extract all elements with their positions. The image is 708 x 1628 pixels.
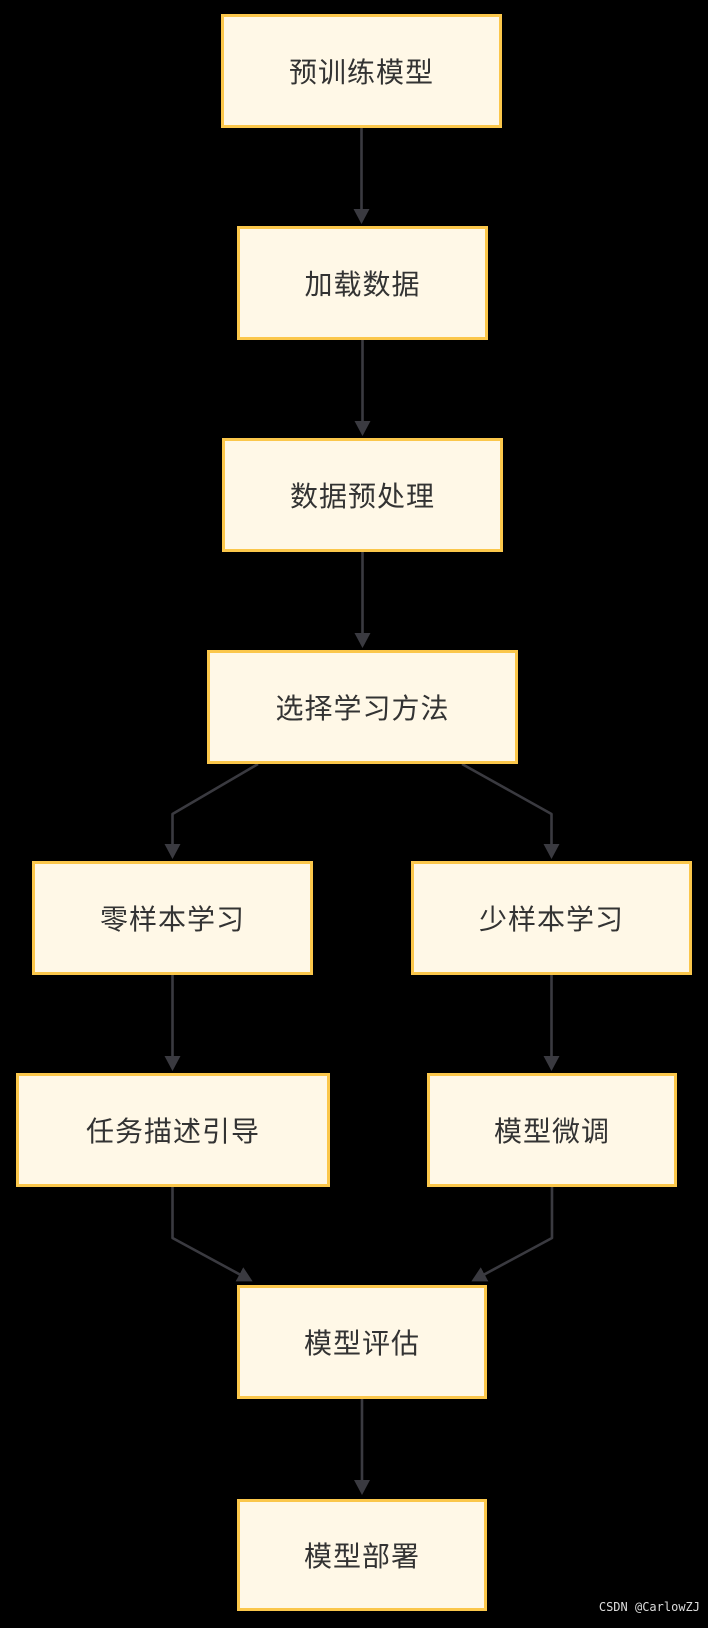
node-task-description-guidance: 任务描述引导 — [16, 1073, 330, 1187]
edge-select-to-zero-shot — [164, 762, 259, 859]
node-zero-shot-learning: 零样本学习 — [32, 861, 313, 975]
node-load-data: 加载数据 — [237, 226, 488, 340]
node-pretrained-model: 预训练模型 — [221, 14, 502, 128]
edge-task-description-to-evaluation — [171, 1187, 253, 1282]
node-model-evaluation: 模型评估 — [237, 1285, 487, 1399]
edge-select-to-few-shot — [461, 762, 560, 859]
node-data-preprocessing: 数据预处理 — [222, 438, 503, 552]
csdn-watermark: CSDN @CarlowZJ — [598, 1600, 700, 1614]
node-model-deployment: 模型部署 — [237, 1499, 487, 1611]
node-model-finetuning: 模型微调 — [427, 1073, 677, 1187]
node-select-learning-method: 选择学习方法 — [207, 650, 518, 764]
node-few-shot-learning: 少样本学习 — [411, 861, 692, 975]
edge-finetuning-to-evaluation — [471, 1187, 554, 1282]
